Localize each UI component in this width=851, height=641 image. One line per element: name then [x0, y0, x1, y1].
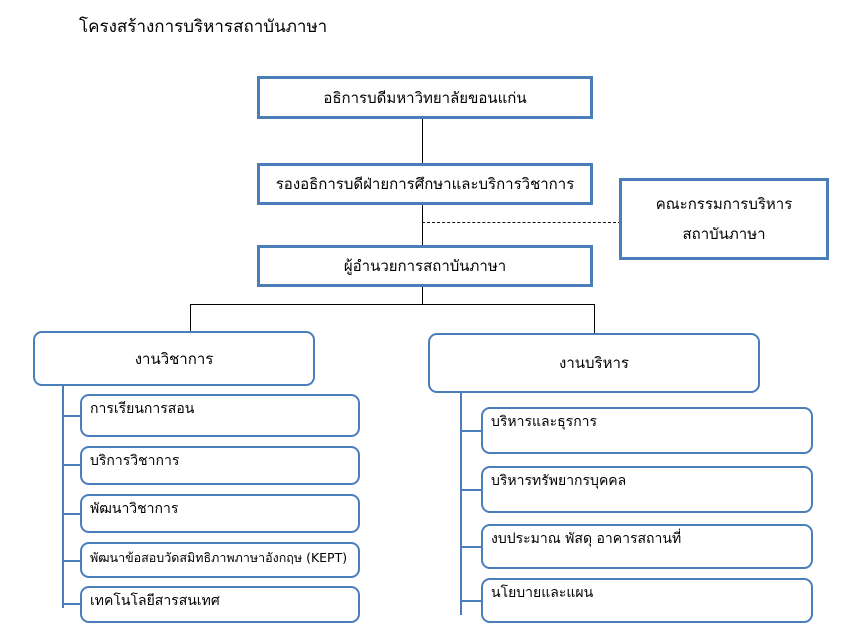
leaf-academic-5[interactable]: เทคโนโลยีสารสนเทศ: [80, 586, 360, 623]
node-division-administration-label: งานบริหาร: [559, 354, 629, 372]
spine-administration: [460, 393, 462, 615]
leaf-academic-2-label: บริการวิชาการ: [90, 453, 180, 469]
node-division-academic[interactable]: งานวิชาการ: [33, 331, 315, 386]
node-vice-rector[interactable]: รองอธิการบดีฝ่ายการศึกษาและบริการวิชาการ: [257, 163, 593, 205]
node-division-academic-label: งานวิชาการ: [134, 349, 214, 368]
leaf-academic-4[interactable]: พัฒนาข้อสอบวัดสมิทธิภาพภาษาอังกฤษ (KEPT): [80, 542, 360, 578]
node-executive-committee-line1: คณะกรรมการบริหาร: [655, 195, 793, 213]
connector-division-bar: [190, 304, 595, 305]
node-rector-label: อธิการบดีมหาวิทยาลัยขอนแก่น: [323, 88, 527, 107]
node-director-label: ผู้อำนวยการสถาบันภาษา: [343, 257, 507, 275]
leaf-administration-1-label: บริหารและธุรการ: [491, 414, 598, 430]
stub-academic-3: [62, 513, 81, 515]
spine-academic: [62, 386, 64, 608]
connector-bar-to-division-academic: [190, 304, 191, 333]
stub-administration-2: [460, 489, 482, 491]
connector-rector-to-vicerector: [422, 119, 423, 163]
connector-dashed-to-committee: [422, 222, 621, 223]
stub-academic-1: [62, 415, 81, 417]
leaf-administration-3[interactable]: งบประมาณ พัสดุ อาคารสถานที่: [481, 524, 813, 569]
node-director[interactable]: ผู้อำนวยการสถาบันภาษา: [257, 245, 593, 287]
connector-director-down: [422, 287, 423, 305]
node-executive-committee[interactable]: คณะกรรมการบริหาร สถาบันภาษา: [619, 178, 829, 260]
leaf-administration-4[interactable]: นโยบายและแผน: [481, 578, 813, 623]
leaf-academic-5-label: เทคโนโลยีสารสนเทศ: [90, 593, 220, 609]
stub-administration-1: [460, 430, 482, 432]
leaf-administration-2[interactable]: บริหารทรัพยากรบุคคล: [481, 466, 813, 513]
connector-bar-to-division-administration: [594, 304, 595, 333]
page-title: โครงสร้างการบริหารสถาบันภาษา: [79, 17, 328, 37]
node-division-administration[interactable]: งานบริหาร: [428, 333, 760, 393]
stub-academic-5: [62, 603, 81, 605]
stub-academic-4: [62, 560, 81, 562]
node-rector[interactable]: อธิการบดีมหาวิทยาลัยขอนแก่น: [257, 76, 593, 119]
stub-academic-2: [62, 464, 81, 466]
stub-administration-3: [460, 546, 482, 548]
leaf-administration-1[interactable]: บริหารและธุรการ: [481, 407, 813, 454]
leaf-administration-3-label: งบประมาณ พัสดุ อาคารสถานที่: [491, 531, 682, 547]
stub-administration-4: [460, 600, 482, 602]
connector-vicerector-to-director: [422, 205, 423, 245]
node-executive-committee-line2: สถาบันภาษา: [682, 225, 766, 243]
leaf-academic-3[interactable]: พัฒนาวิชาการ: [80, 494, 360, 533]
leaf-academic-1-label: การเรียนการสอน: [90, 401, 195, 417]
leaf-academic-1[interactable]: การเรียนการสอน: [80, 394, 360, 437]
leaf-academic-2[interactable]: บริการวิชาการ: [80, 446, 360, 485]
leaf-academic-4-label: พัฒนาข้อสอบวัดสมิทธิภาพภาษาอังกฤษ (KEPT): [90, 550, 348, 565]
leaf-academic-3-label: พัฒนาวิชาการ: [90, 501, 179, 517]
leaf-administration-2-label: บริหารทรัพยากรบุคคล: [491, 473, 627, 489]
leaf-administration-4-label: นโยบายและแผน: [491, 585, 594, 601]
node-vice-rector-label: รองอธิการบดีฝ่ายการศึกษาและบริการวิชาการ: [275, 175, 575, 193]
